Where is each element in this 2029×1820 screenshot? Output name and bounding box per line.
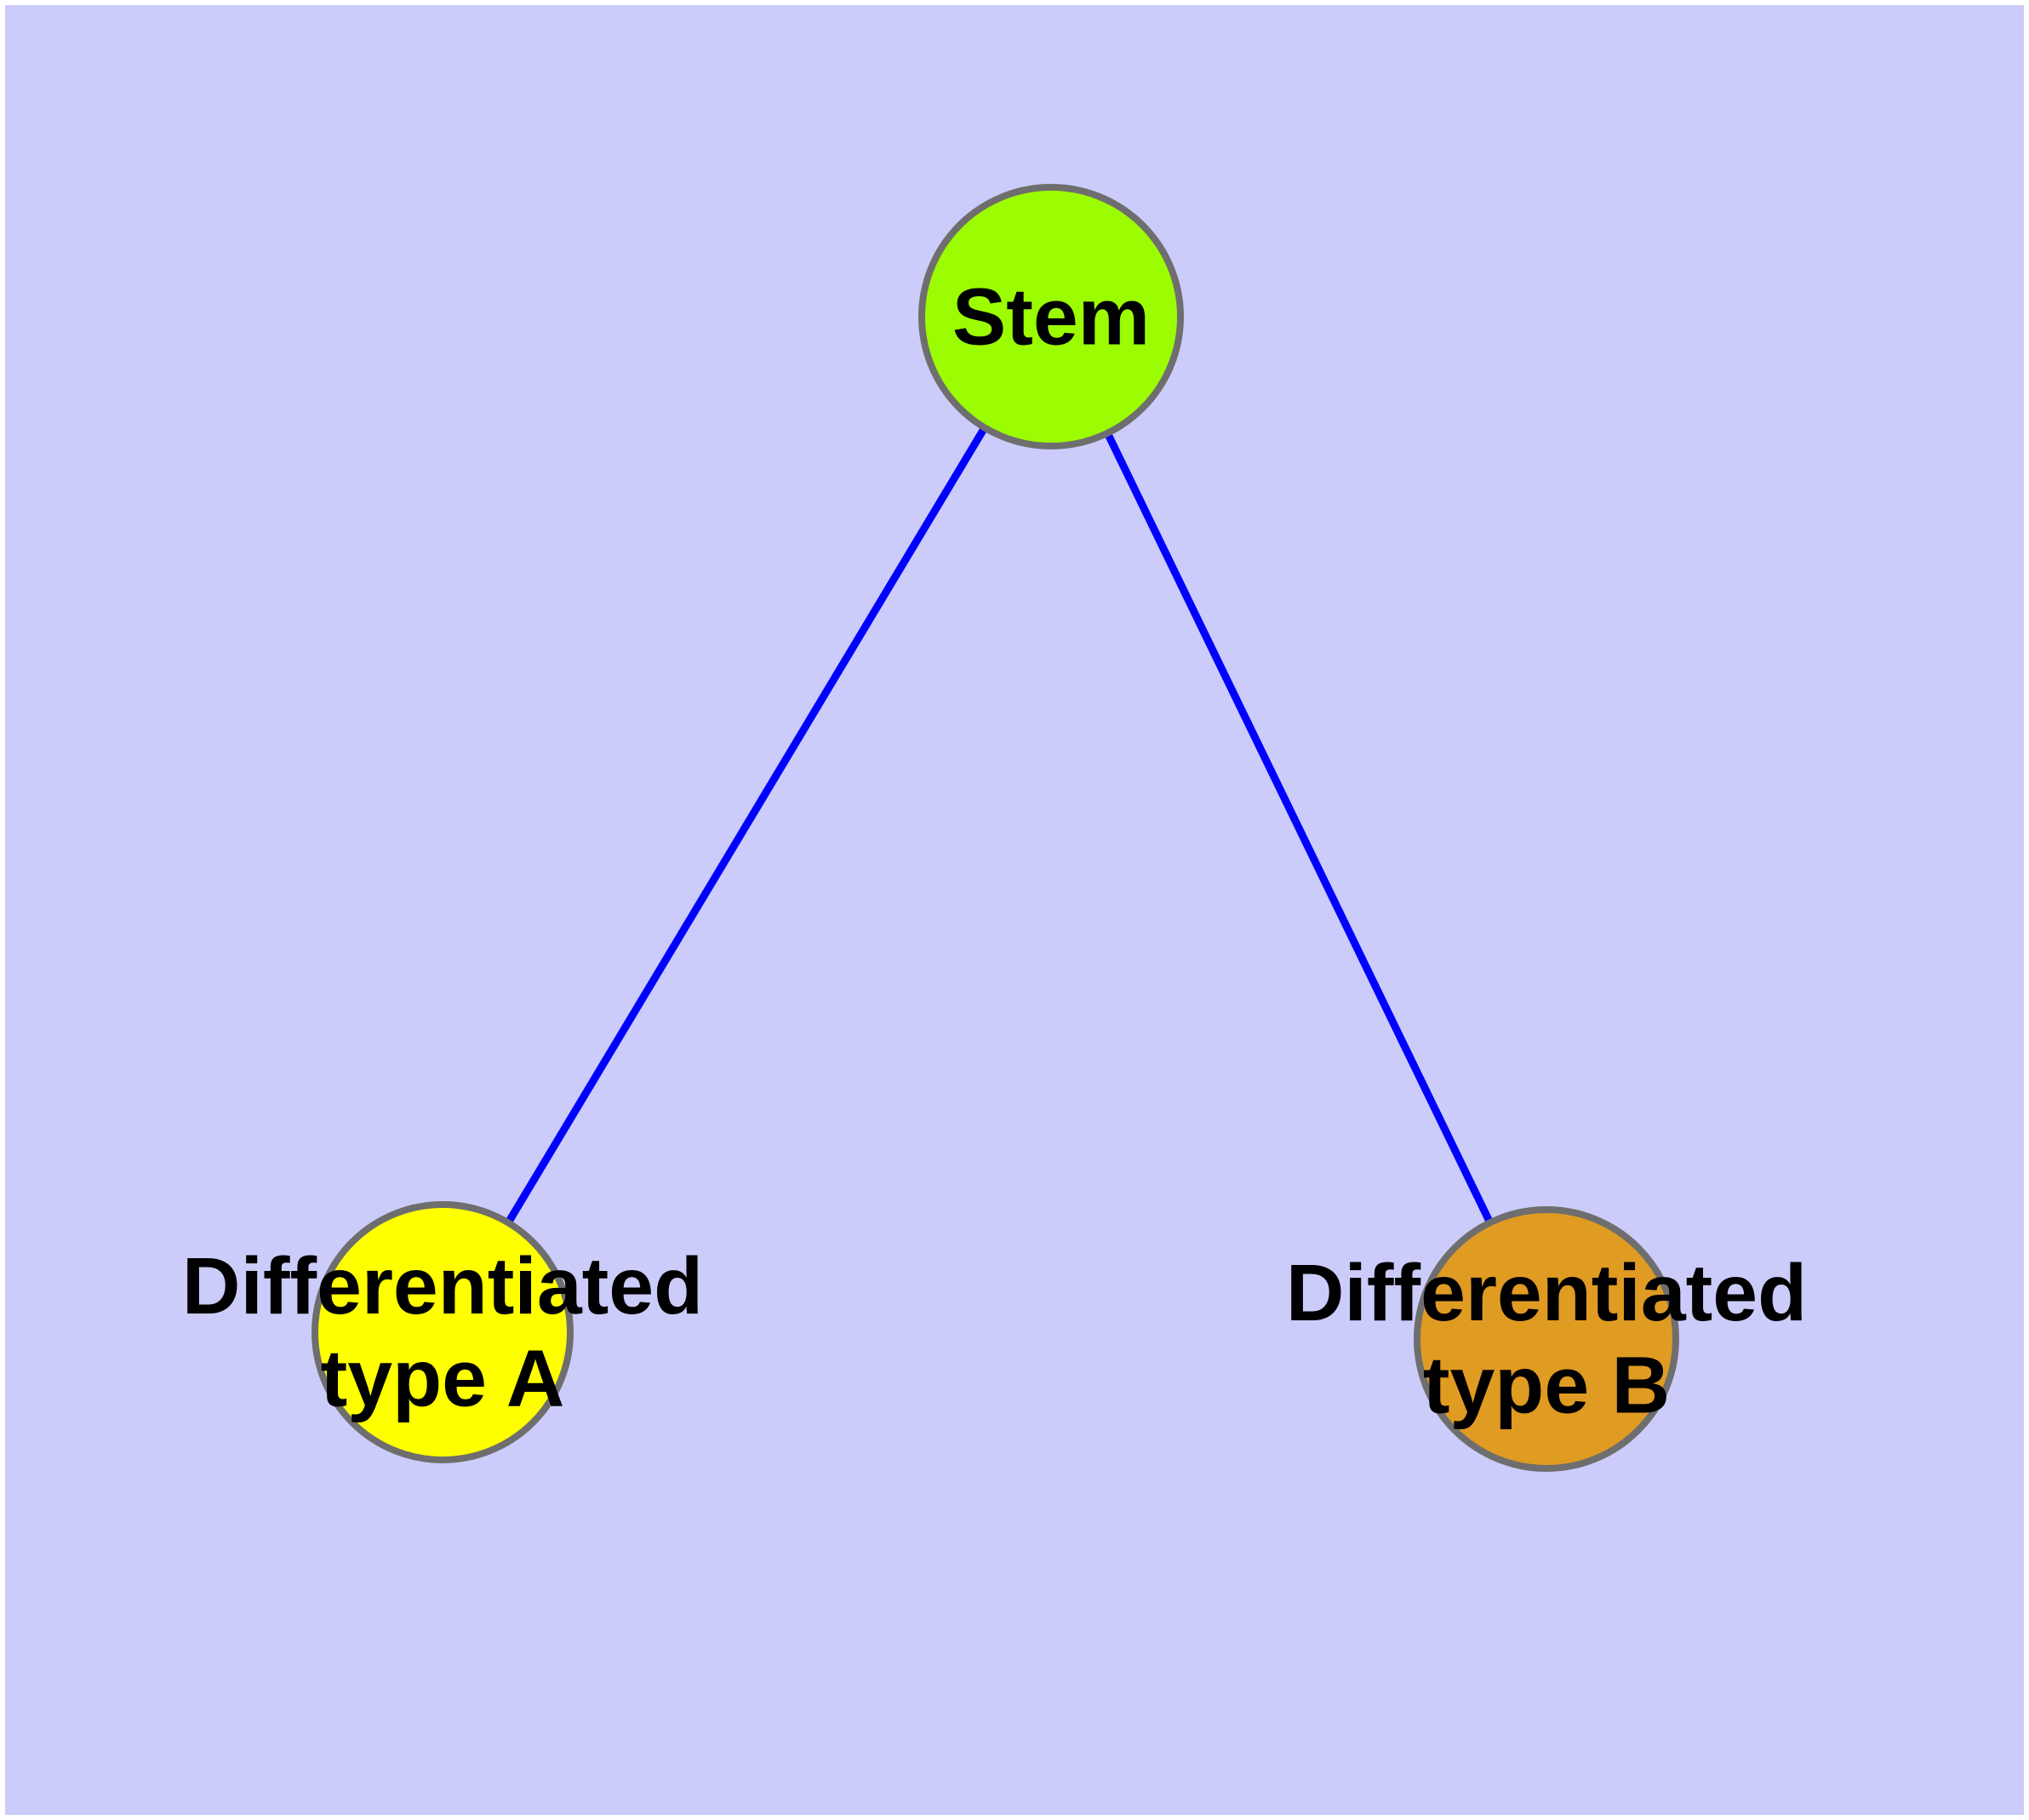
edge-stem-diff-b xyxy=(1047,315,1551,1341)
edges-layer xyxy=(439,314,1551,1341)
node-stem[interactable] xyxy=(918,184,1184,449)
nodes-layer xyxy=(311,184,1679,1472)
node-label-line: Differentiated xyxy=(1286,1248,1807,1338)
node-label-line: Stem xyxy=(952,272,1150,362)
node-label-line: Differentiated xyxy=(182,1241,703,1331)
node-diff_a[interactable] xyxy=(311,1201,574,1463)
node-label-stem: Stem xyxy=(952,272,1150,362)
node-label-line: type A xyxy=(321,1333,565,1423)
node-label-line: type B xyxy=(1423,1340,1670,1430)
node-diff_b[interactable] xyxy=(1414,1206,1679,1472)
edge-stem-diff-a xyxy=(439,314,1055,1335)
